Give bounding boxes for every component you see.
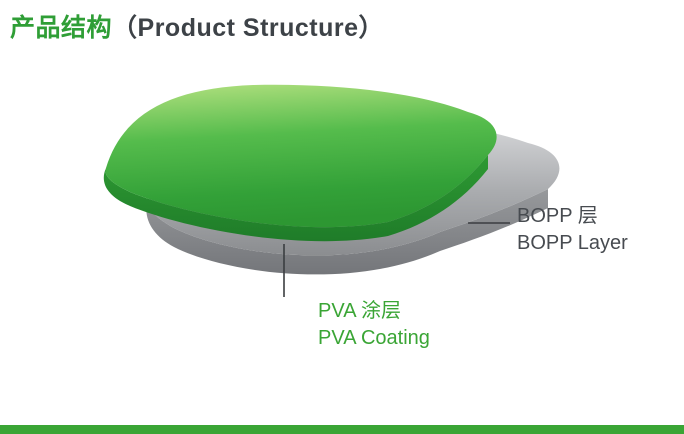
pva-layer-side: [103, 155, 489, 242]
page-title-english: （Product Structure）: [112, 14, 385, 42]
pva-layer-top: [105, 84, 497, 228]
pva-callout: PVA 涂层 PVA Coating: [318, 298, 430, 352]
page-title: 产品结构（Product Structure）: [10, 8, 384, 44]
bopp-callout: BOPP 层 BOPP Layer: [517, 203, 628, 257]
page-title-chinese: 产品结构: [10, 14, 113, 42]
bopp-label-english: BOPP Layer: [517, 232, 628, 254]
bopp-layer-side: [146, 189, 548, 275]
pva-label-chinese: PVA 涂层: [318, 300, 401, 322]
footer-accent-bar: [0, 425, 684, 434]
bopp-label-chinese: BOPP 层: [517, 205, 598, 227]
pva-label-english: PVA Coating: [318, 327, 430, 349]
